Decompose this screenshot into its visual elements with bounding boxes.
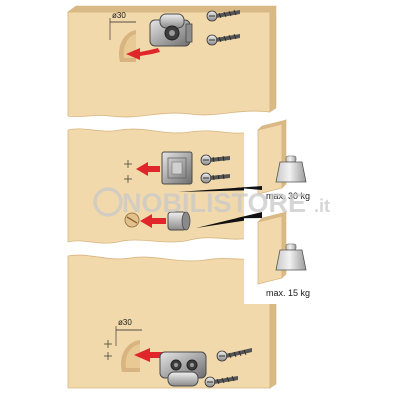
- pin-drill-hole: [124, 212, 140, 228]
- bottom-drill-hole-shade: [125, 344, 140, 368]
- watermark-logo-icon: [93, 187, 123, 217]
- crosshair-mark-2: [124, 175, 132, 183]
- panel-middle-section: [67, 128, 251, 244]
- crosshair-mark-4: [104, 352, 112, 360]
- guide-plate: [161, 151, 193, 185]
- guide-screw-2: [200, 172, 230, 184]
- weight-label-lower: max. 15 kg: [266, 288, 310, 298]
- top-roller-housing: [149, 13, 193, 47]
- bottom-insertion-arrow: [134, 348, 166, 362]
- wedge-upper-tip: [236, 186, 262, 190]
- panel-top-edge: [67, 5, 277, 13]
- watermark-brand: NOBILISTORE: [122, 188, 306, 218]
- wedge-upper: [178, 186, 262, 192]
- wedge-lower-tip: [236, 212, 262, 219]
- bottom-diameter-label: ø30: [118, 318, 132, 327]
- weight-icon-upper: [275, 155, 307, 183]
- guide-screw-1: [200, 154, 230, 166]
- guide-insertion-arrow: [136, 162, 160, 176]
- bottom-roller-housing: [159, 351, 207, 387]
- bottom-screw-1: [216, 348, 252, 362]
- top-screw-1: [206, 9, 240, 22]
- panel-right-edge: [269, 5, 277, 113]
- weight-icon-lower: [275, 243, 307, 271]
- pin-insertion-arrow: [140, 214, 166, 228]
- weight-inset-lower: max. 15 kg: [244, 211, 400, 304]
- inset-lower-panel: [257, 215, 283, 285]
- middle-guide-assembly: [124, 151, 262, 231]
- watermark-suffix: .it: [314, 196, 330, 216]
- top-insertion-arrow: [126, 48, 160, 60]
- top-diameter-label: ø30: [112, 11, 126, 20]
- bottom-roller-assembly: ø30: [104, 318, 252, 388]
- inset-upper-panel: [257, 123, 283, 195]
- guide-pin: [167, 211, 191, 231]
- top-screw-2: [206, 33, 240, 46]
- weight-label-upper: max. 30 kg: [266, 191, 310, 201]
- crosshair-mark-1: [124, 160, 132, 168]
- weight-inset-upper: max. 30 kg: [244, 118, 400, 212]
- top-roller-assembly: ø30: [109, 9, 240, 62]
- bottom-screw-2: [204, 375, 238, 388]
- crosshair-mark-3: [104, 340, 112, 348]
- watermark: NOBILISTORE .it: [93, 187, 330, 218]
